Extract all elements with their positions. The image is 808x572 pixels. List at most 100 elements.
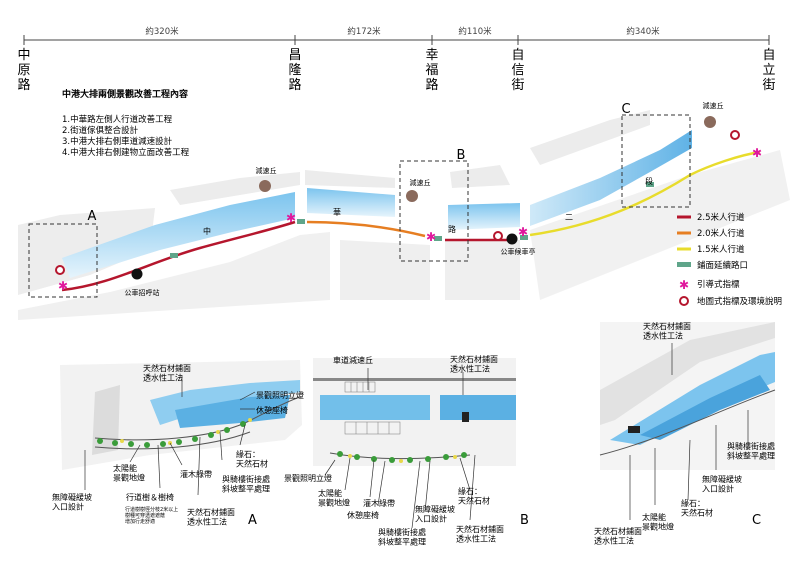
detail-label: 緣石：天然石材 — [458, 486, 490, 506]
tree-icon — [128, 441, 134, 447]
legend-label: 2.0米人行道 — [697, 228, 745, 239]
detail-letter: C — [752, 513, 761, 528]
detail-label: 景觀照明立燈 — [284, 473, 332, 483]
guide-sign-icon: ✱ — [679, 278, 689, 292]
water-channel — [307, 188, 395, 217]
detail-label: 無障礙緩坡入口設計 — [52, 492, 92, 512]
detail-label: 休憩座椅 — [347, 510, 379, 520]
tree-icon — [208, 432, 214, 438]
detail-label: 休憩座椅 — [256, 405, 288, 415]
building-block — [170, 172, 300, 205]
detail-label: 與騎樓街接處斜坡整平處理 — [378, 527, 426, 547]
detail-c-road — [600, 322, 775, 425]
tree-icon — [407, 457, 413, 463]
lamp-icon — [248, 418, 252, 422]
detail-label: 天然石材鋪面透水性工法 — [143, 363, 191, 383]
detail-note: 行道樹樹徑分枝2米以上樹種可穿透遮遮蔭增加行走舒適 — [125, 506, 178, 525]
detail-a-leaders — [84, 375, 256, 496]
legend-label: 2.5米人行道 — [697, 212, 745, 223]
bus-stop-icon — [131, 268, 143, 280]
street-char: 街 — [762, 78, 775, 93]
detail-c-water — [640, 375, 770, 440]
tree-icon — [224, 427, 230, 433]
legend: 2.5米人行道 2.0米人行道 1.5米人行道 鋪面延續路口 ✱ 引導式指標 地… — [677, 212, 782, 307]
detail-letter: B — [520, 513, 529, 528]
walkway-2.5m — [61, 220, 296, 292]
site-plan: 中 華 路 二 段 減速丘 減速丘 減速丘 公車招呼站 公車候車亭 ✱ ✱ ✱ … — [18, 101, 790, 320]
walkway-2.0m — [306, 220, 426, 238]
crosswalk-marker — [297, 219, 305, 224]
detail-a-water — [175, 395, 290, 428]
detail-label: 天然石材鋪面透水性工法 — [594, 526, 642, 546]
detail-b-crosswalk — [344, 381, 401, 435]
speed-mound-icon — [406, 190, 418, 202]
legend-label: 1.5米人行道 — [697, 244, 745, 255]
detail-label: 太陽能景觀地燈 — [642, 512, 674, 532]
lamp-icon — [216, 430, 220, 434]
crosswalk-marker — [646, 182, 654, 187]
detail-label: 緣石：天然石材 — [681, 498, 713, 518]
road-char: 路 — [448, 224, 456, 234]
tree-icon — [144, 442, 150, 448]
crosswalk-marker — [170, 253, 178, 258]
speed-mound-label: 減速丘 — [256, 166, 277, 175]
detail-label: 與騎樓街接處斜坡整平處理 — [727, 441, 775, 461]
guide-sign-icon: ✱ — [752, 146, 762, 160]
street-char: 隆 — [288, 63, 301, 78]
tree-icon — [337, 451, 343, 457]
guide-sign-icon: ✱ — [58, 279, 68, 293]
building-block — [530, 110, 650, 165]
tree-icon — [160, 441, 166, 447]
lamp-icon — [348, 454, 352, 458]
street-char: 立 — [762, 63, 775, 78]
detail-b-water — [320, 395, 430, 420]
detail-label: 天然石材鋪面透水性工法 — [450, 354, 498, 374]
tree-icon — [97, 438, 103, 444]
street-char: 信 — [511, 63, 524, 78]
detail-b-leaders — [324, 368, 476, 529]
detail-a-curb — [94, 431, 251, 450]
distance-label: 約340米 — [626, 26, 660, 37]
street-char: 原 — [17, 63, 30, 78]
distance-label: 約320米 — [145, 26, 179, 37]
street-char: 中 — [17, 48, 30, 63]
area-label: A — [88, 209, 97, 224]
area-label: C — [621, 102, 630, 117]
detail-label: 太陽能景觀地燈 — [318, 488, 350, 508]
detail-c-structure — [628, 426, 640, 433]
detail-label: 太陽能景觀地燈 — [113, 463, 145, 483]
speed-mound-label: 減速丘 — [703, 101, 724, 110]
street-names: 中 原 路 昌 隆 路 幸 福 路 自 信 街 自 立 街 — [17, 48, 775, 93]
street-char: 幸 — [425, 48, 438, 63]
map-sign-icon — [55, 265, 65, 275]
crosswalk-marker — [434, 236, 442, 241]
speed-mound-icon — [704, 116, 716, 128]
street-char: 昌 — [288, 48, 301, 63]
distance-label: 約110米 — [458, 26, 492, 37]
area-box-c — [621, 114, 691, 208]
tree-icon — [240, 421, 246, 427]
crosswalk-marker — [520, 235, 528, 240]
tree-icon — [112, 440, 118, 446]
detail-a: 天然石材鋪面透水性工法 景觀照明立燈 休憩座椅 緣石：天然石材 與騎樓街接處斜坡… — [52, 360, 304, 528]
detail-b-road-edge — [313, 378, 516, 381]
map-sign-icon — [493, 231, 503, 241]
road-char: 華 — [333, 207, 341, 217]
project-info: 中港大排兩側景觀改善工程內容 1.中華路左側人行道改善工程 2.街道傢俱整合設計… — [62, 88, 190, 158]
road-char: 二 — [565, 213, 573, 222]
tree-icon — [425, 456, 431, 462]
water-channel — [448, 203, 520, 230]
detail-label: 灌木綠帶 — [180, 469, 212, 479]
building-block — [530, 150, 790, 300]
guide-sign-icon: ✱ — [426, 230, 436, 244]
road-char: 中 — [203, 226, 211, 236]
detail-c-curb — [599, 389, 776, 456]
project-item: 2.街道傢俱整合設計 — [62, 125, 139, 136]
tree-icon — [371, 456, 377, 462]
legend-label: 鋪面延續路口 — [697, 260, 748, 271]
area-label: B — [457, 148, 466, 163]
street-char: 路 — [425, 77, 438, 93]
street-char: 自 — [762, 48, 775, 63]
speed-mound-label: 減速丘 — [410, 178, 431, 187]
